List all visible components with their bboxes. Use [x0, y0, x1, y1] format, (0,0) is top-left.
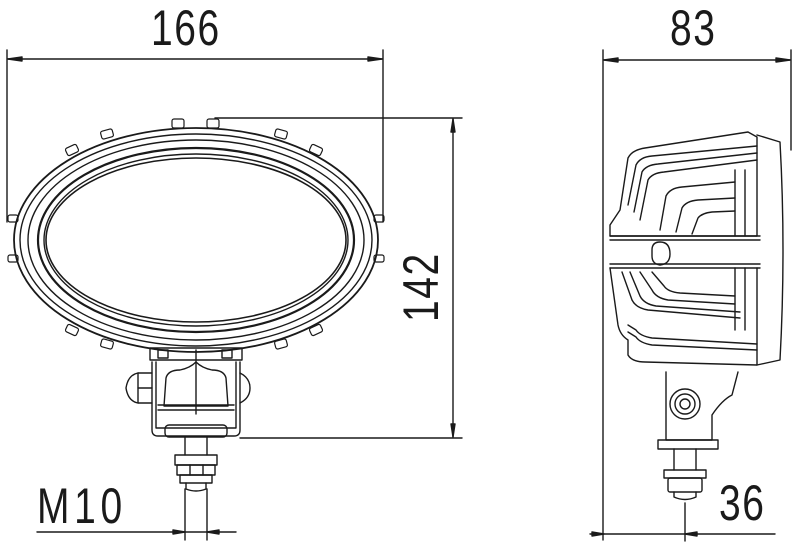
- side-lens: [756, 134, 784, 366]
- side-view: [589, 49, 792, 542]
- side-bolt: [663, 448, 707, 542]
- dimension-depth-83: [602, 49, 792, 541]
- label-thread-m10: M10: [37, 478, 127, 534]
- lower-cooling-fins: [609, 267, 758, 366]
- lamp-lens: [45, 157, 347, 323]
- mounting-bracket: [125, 347, 251, 437]
- dimension-offset-36: [589, 531, 776, 537]
- mounting-bolt: [164, 424, 228, 541]
- label-height-142: 142: [393, 252, 449, 322]
- side-pivot: [609, 241, 761, 269]
- front-view: [6, 49, 463, 541]
- dimension-width-166: [6, 49, 384, 223]
- upper-cooling-fins: [609, 131, 761, 241]
- label-offset-36: 36: [719, 475, 766, 531]
- rim-tabs: [7, 118, 385, 350]
- side-bracket: [657, 371, 739, 450]
- dimension-height-142: [214, 117, 463, 439]
- dimension-thread-m10: [36, 529, 237, 535]
- lamp-housing: [13, 127, 379, 353]
- label-width-166: 166: [151, 0, 221, 56]
- label-depth-83: 83: [670, 0, 717, 56]
